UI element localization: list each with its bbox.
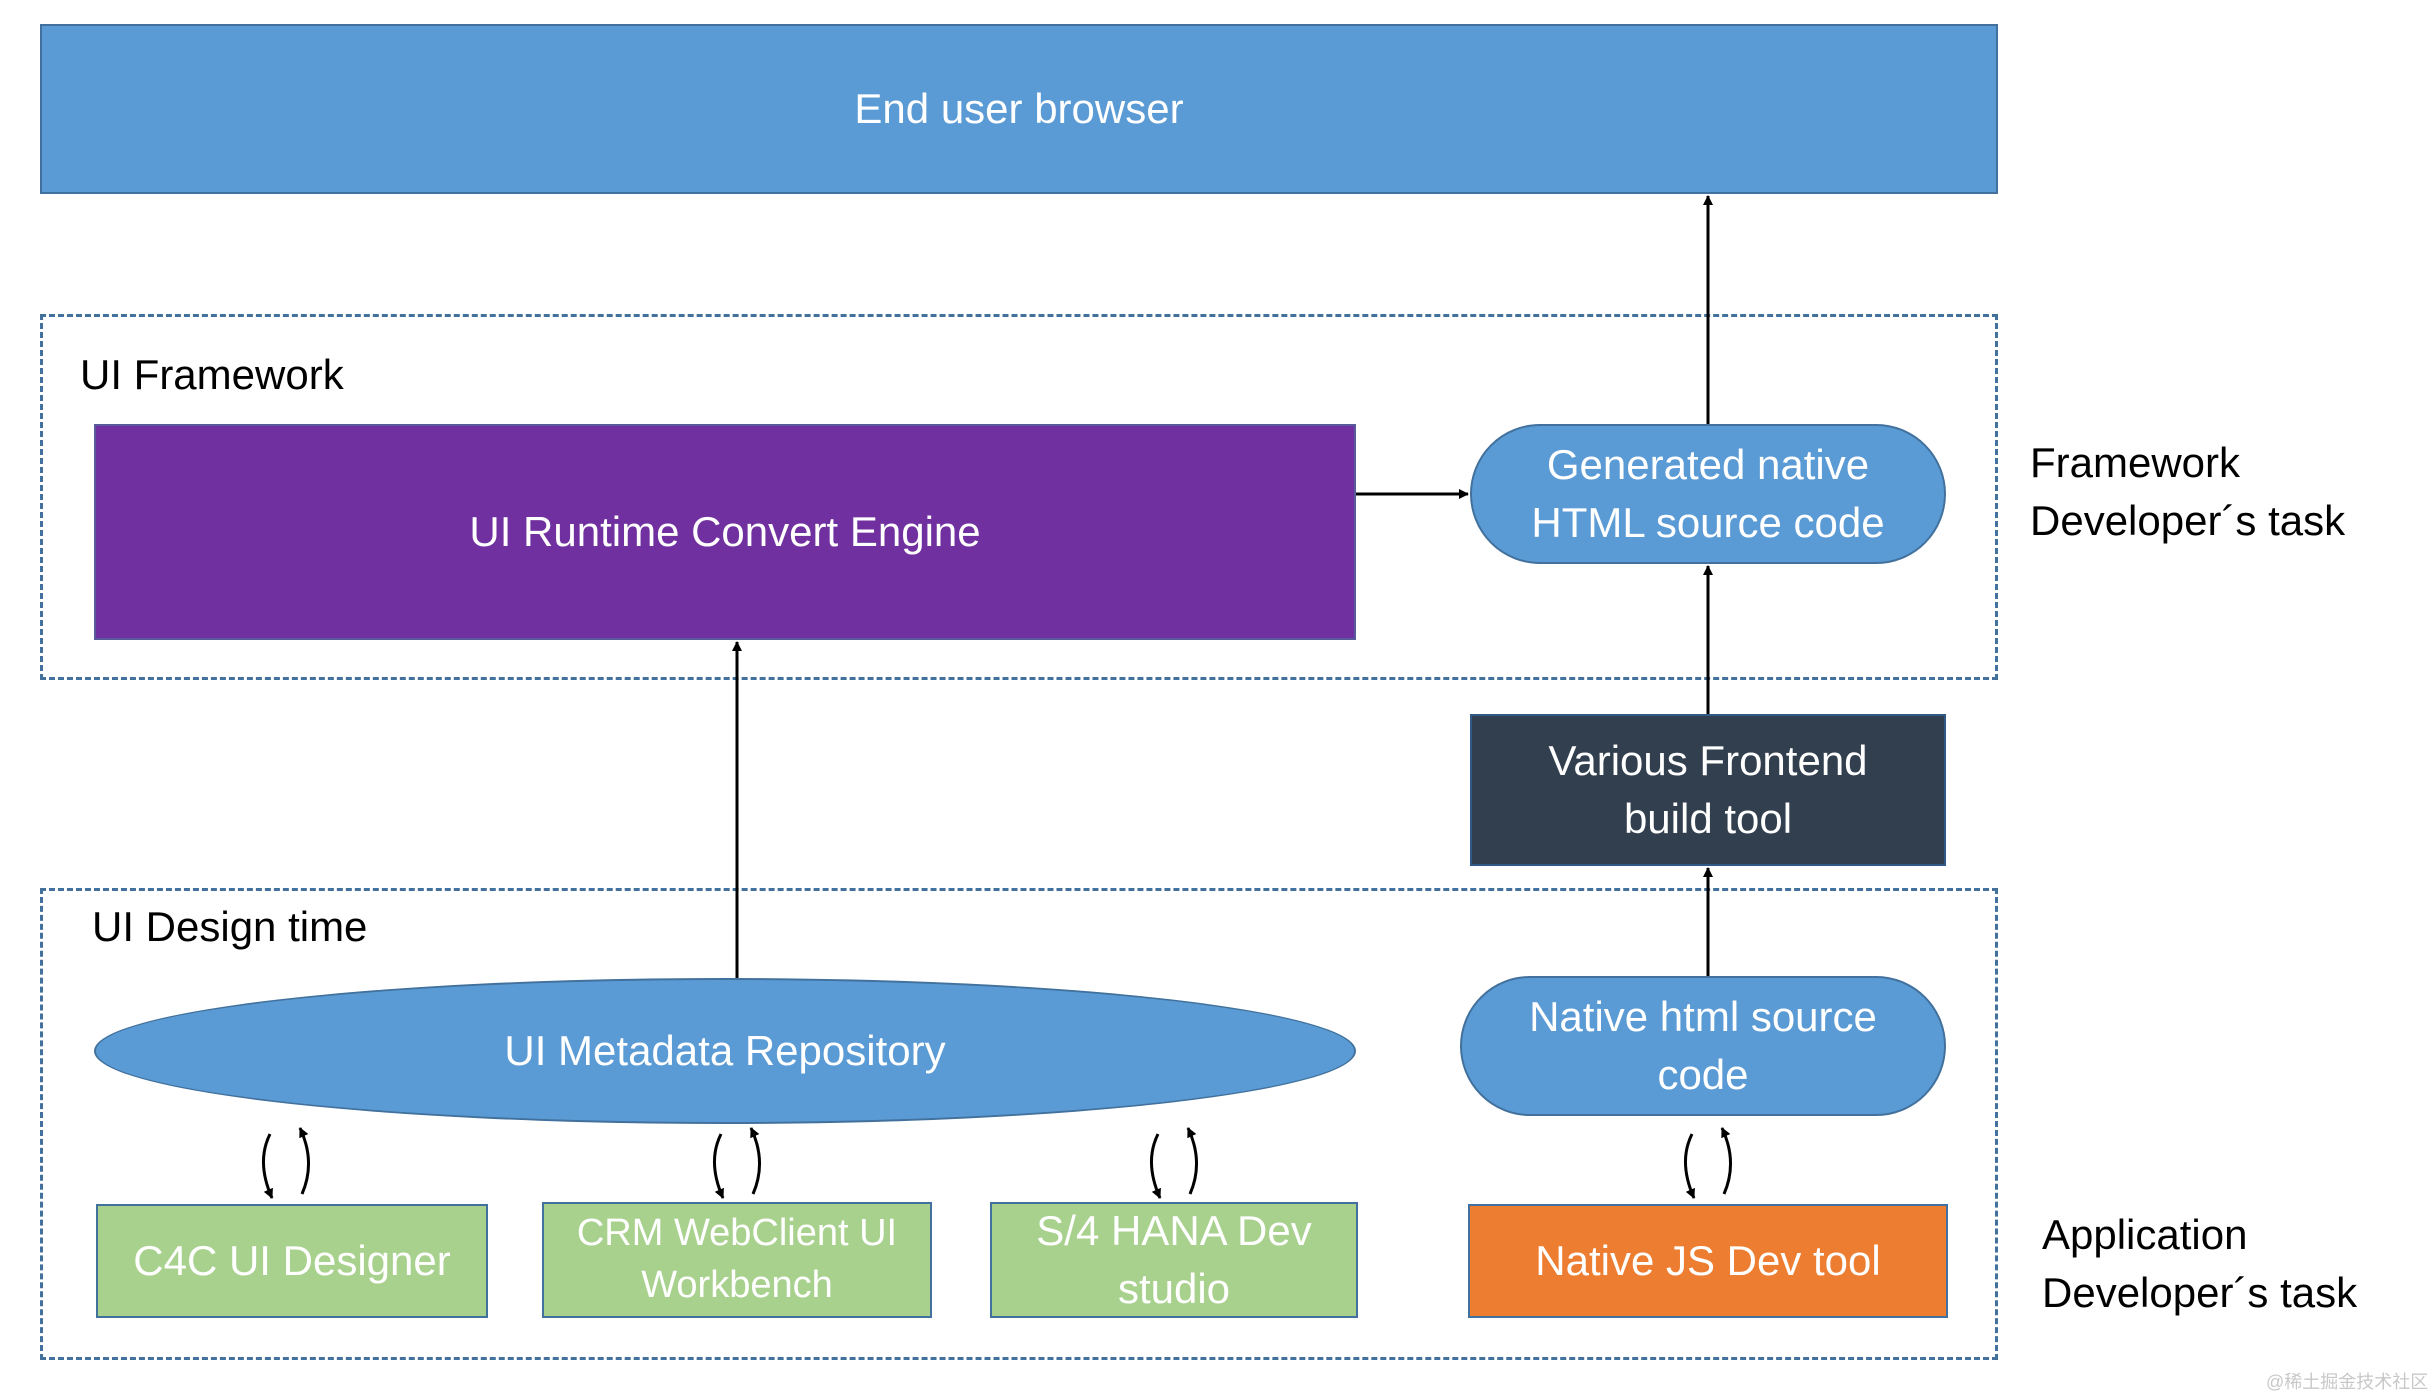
- ui-design-time-label: UI Design time: [92, 903, 368, 950]
- sync-arrows-native-js: [1683, 1127, 1733, 1199]
- native-js-dev-tool-text: Native JS Dev tool: [1535, 1237, 1881, 1285]
- watermark: @稀土掘金技术社区: [2266, 1372, 2429, 1392]
- ui-metadata-repository-node: UI Metadata Repository: [94, 978, 1356, 1124]
- generated-native-html-text: Generated native HTML source code: [1531, 441, 1885, 546]
- native-html-source-code-text: Native html source code: [1529, 993, 1877, 1098]
- various-frontend-build-tool-box: Various Frontend build tool: [1470, 714, 1946, 866]
- application-developer-task-label: Application Developer´s task: [2042, 1211, 2358, 1316]
- end-user-browser-text: End user browser: [854, 85, 1184, 133]
- s4-hana-dev-studio-text: S/4 HANA Dev studio: [1036, 1207, 1312, 1312]
- ui-metadata-repository-text: UI Metadata Repository: [504, 1027, 946, 1075]
- c4c-ui-designer-box: C4C UI Designer: [96, 1204, 488, 1318]
- native-html-source-code-node: Native html source code: [1460, 976, 1946, 1116]
- s4-hana-dev-studio-box: S/4 HANA Dev studio: [990, 1202, 1358, 1318]
- ui-runtime-convert-engine-text: UI Runtime Convert Engine: [469, 508, 981, 556]
- sync-arrows-s4: [1149, 1127, 1199, 1199]
- ui-framework-label: UI Framework: [80, 351, 344, 398]
- ui-design-time-group: [40, 888, 1998, 1360]
- native-js-dev-tool-box: Native JS Dev tool: [1468, 1204, 1948, 1318]
- crm-webclient-ui-workbench-text: CRM WebClient UI Workbench: [576, 1212, 898, 1306]
- various-frontend-build-tool-text: Various Frontend build tool: [1548, 737, 1868, 842]
- crm-webclient-ui-workbench-box: CRM WebClient UI Workbench: [542, 1202, 932, 1318]
- end-user-browser-box: End user browser: [40, 24, 1998, 194]
- sync-arrows-c4c: [261, 1127, 311, 1199]
- ui-framework-group: [40, 314, 1998, 680]
- framework-developer-task-label: Framework Developer´s task: [2030, 439, 2346, 544]
- sync-arrows-crm: [712, 1127, 762, 1199]
- generated-native-html-node: Generated native HTML source code: [1470, 424, 1946, 564]
- c4c-ui-designer-text: C4C UI Designer: [133, 1237, 451, 1285]
- ui-runtime-convert-engine-box: UI Runtime Convert Engine: [94, 424, 1356, 640]
